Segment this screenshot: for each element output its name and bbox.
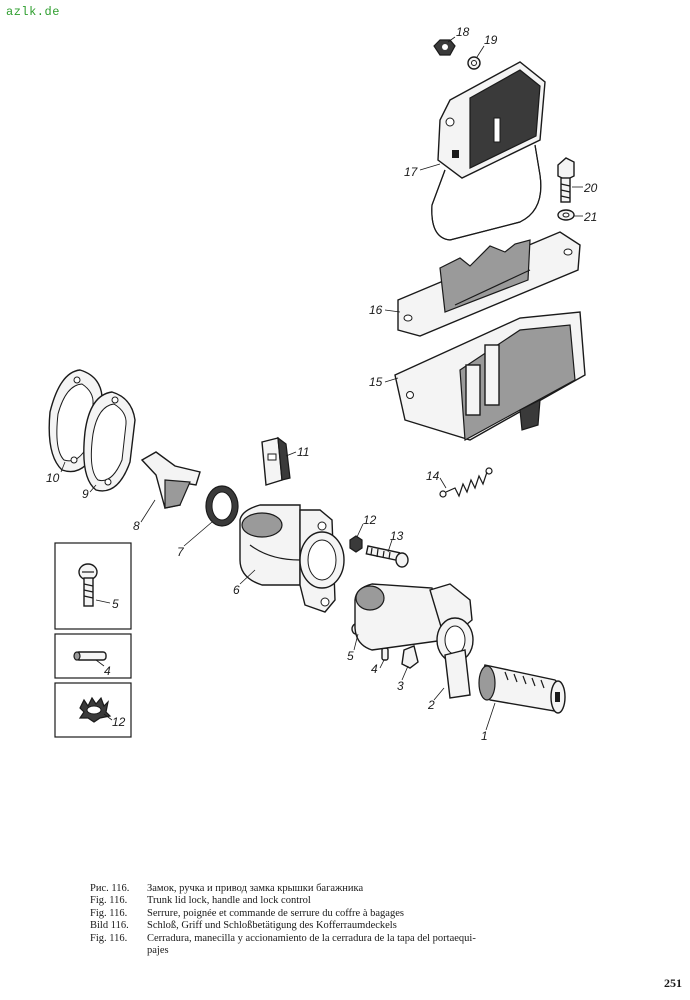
part-3-bracket <box>401 645 419 669</box>
callout-4: 4 <box>371 662 378 676</box>
caption-es-prefix: Fig. 116. <box>90 932 128 944</box>
part-21-washer <box>557 209 575 221</box>
part-1-key-cylinder <box>478 664 566 714</box>
caption-de: Bild 116. Schloß, Griff und Schloßbetäti… <box>90 920 590 932</box>
caption-fr: Fig. 116. Serrure, poignée et commande d… <box>90 908 590 920</box>
part-19-washer <box>467 56 481 70</box>
part-14-spring <box>439 467 493 498</box>
caption-en-text: Trunk lid lock, handle and lock control <box>147 895 311 907</box>
callout-16: 16 <box>369 303 383 317</box>
callout-15: 15 <box>369 375 383 389</box>
part-7-ring <box>205 485 239 527</box>
callout-7: 7 <box>177 545 185 559</box>
inset-box-screw <box>54 542 132 630</box>
caption-ru-prefix: Рис. 116. <box>90 883 130 894</box>
part-17-handle <box>431 61 546 241</box>
callout-12: 12 <box>363 513 377 527</box>
callout-3: 3 <box>397 679 404 693</box>
callout-11: 11 <box>297 445 309 459</box>
caption-en-prefix: Fig. 116. <box>90 895 128 907</box>
caption-fr-prefix: Fig. 116. <box>90 907 128 919</box>
part-13-screw <box>365 545 409 568</box>
leader-lines <box>60 36 583 731</box>
caption-ru: Рис. 116. Замок, ручка и привод замка кр… <box>90 883 590 895</box>
callout-20: 20 <box>583 181 598 195</box>
part-16-lock-bar <box>397 231 581 337</box>
callout-17: 17 <box>404 165 419 179</box>
callout-19: 19 <box>484 33 498 47</box>
part-6-lock-body <box>239 504 345 613</box>
part-9-gasket <box>83 391 136 492</box>
caption-fr-text: Serrure, poignée et commande de serrure … <box>147 907 404 919</box>
caption-en: Fig. 116. Trunk lid lock, handle and loc… <box>90 895 590 907</box>
part-4-pin <box>381 647 389 661</box>
inset-box-pin <box>54 633 132 679</box>
caption-es: Fig. 116. Cerradura, manecilla y acciona… <box>90 933 590 945</box>
inset-callout-12: 12 <box>112 715 126 729</box>
part-18-nut <box>433 39 456 56</box>
callout-1: 1 <box>481 729 488 743</box>
inset-box-washer <box>54 682 132 738</box>
callout-labels: 18 19 17 20 21 16 15 14 10 9 8 7 11 6 12… <box>46 25 598 743</box>
part-8-lever <box>140 451 201 509</box>
watermark-logo: azlk.de <box>6 5 60 19</box>
part-11-slide <box>261 436 291 486</box>
caption-de-text: Schloß, Griff und Schloßbetätigung des K… <box>147 920 397 932</box>
page-number: 251 <box>664 976 682 990</box>
callout-18: 18 <box>456 25 470 39</box>
caption-de-prefix: Bild 116. <box>90 920 129 932</box>
caption-es-text: Cerradura, manecilla y accionamiento de … <box>147 932 476 944</box>
callout-9: 9 <box>82 487 89 501</box>
callout-5: 5 <box>347 649 354 663</box>
caption-ru-text: Замок, ручка и привод замка крышки багаж… <box>147 883 364 894</box>
inset-callout-4: 4 <box>104 664 111 678</box>
part-15-lock-housing <box>394 311 586 441</box>
callout-13: 13 <box>390 529 404 543</box>
part-12-nut <box>349 535 363 553</box>
callout-6: 6 <box>233 583 240 597</box>
part-20-bolt <box>557 157 575 203</box>
caption-es-continuation: pajes <box>147 945 169 957</box>
part-2-cylinder-housing <box>354 583 474 699</box>
callout-10: 10 <box>46 471 60 485</box>
callout-14: 14 <box>426 469 440 483</box>
inset-callout-5: 5 <box>112 597 119 611</box>
callout-2: 2 <box>427 698 435 712</box>
callout-8: 8 <box>133 519 140 533</box>
callout-21: 21 <box>583 210 597 224</box>
figure-caption: Рис. 116. Замок, ручка и привод замка кр… <box>90 883 590 957</box>
